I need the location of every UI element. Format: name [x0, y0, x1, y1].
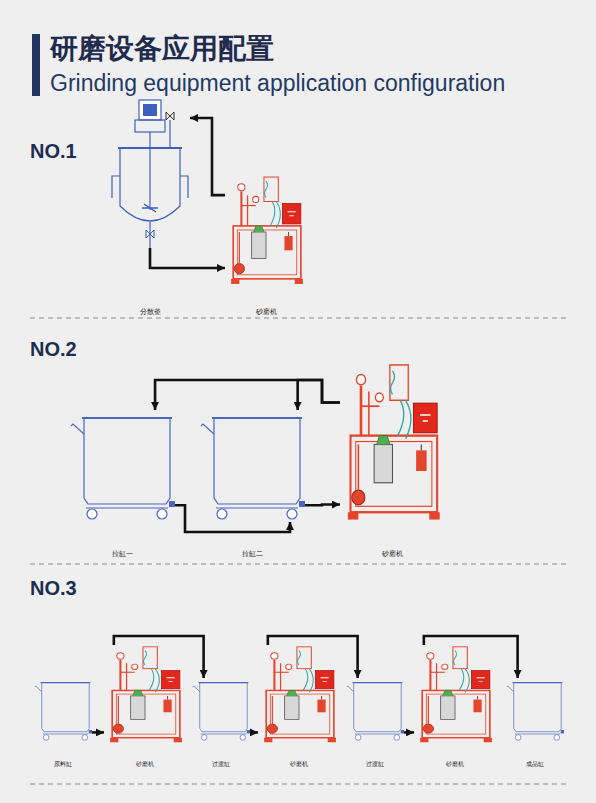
equipment-node: 过渡缸: [192, 678, 250, 742]
equipment-node: 砂磨机: [414, 645, 496, 745]
equipment-caption: 成品缸: [526, 761, 544, 768]
equipment-caption: 原料缸: [54, 761, 72, 768]
pipe-connector: [404, 731, 414, 734]
section-number: NO.3: [30, 577, 77, 600]
title-bar: [32, 34, 40, 96]
pipe-connector: [155, 380, 340, 410]
pipe-connector: [92, 731, 104, 734]
equipment-caption: 砂磨机: [256, 308, 277, 316]
equipment-node: 分散釜: [110, 98, 190, 248]
tank: [507, 683, 564, 741]
equipment-caption: 分散釜: [140, 308, 161, 316]
equipment-node: 砂磨机: [104, 645, 186, 745]
sand-mill: [420, 647, 492, 742]
equipment-caption: 过渡缸: [366, 761, 384, 768]
equipment-node: 成品缸: [506, 678, 564, 742]
pipe-connector: [250, 731, 258, 734]
sand-mill: [264, 647, 336, 742]
pipe-connector: [175, 505, 290, 532]
sand-mill: [348, 365, 440, 520]
equipment-node: 砂磨机: [225, 175, 307, 287]
pipe-connector: [190, 118, 225, 195]
equipment-node: 砂磨机: [258, 645, 340, 745]
section-number: NO.2: [30, 338, 77, 361]
equipment-node: 原料缸: [34, 678, 92, 742]
separator: [30, 564, 570, 565]
sand-mill: [231, 177, 303, 284]
equipment-node: 拉缸二: [200, 410, 305, 522]
equipment-node: 拉缸一: [70, 410, 175, 522]
equipment-node: 砂磨机: [340, 362, 445, 524]
equipment-caption: 砂磨机: [136, 761, 154, 768]
equipment-node: 过渡缸: [346, 678, 404, 742]
equipment-caption: 砂磨机: [290, 761, 308, 768]
pull-tank: [201, 418, 305, 519]
pipe-connector: [298, 380, 340, 410]
sand-mill: [110, 647, 182, 742]
pipe-connector: [114, 636, 204, 678]
pull-tank: [71, 418, 175, 519]
equipment-caption: 过渡缸: [212, 761, 230, 768]
pipe-connector: [150, 248, 225, 268]
tank: [35, 683, 92, 741]
separator: [30, 784, 570, 785]
section-number: NO.1: [30, 140, 77, 163]
equipment-caption: 砂磨机: [382, 550, 403, 558]
pipe-connector: [305, 503, 340, 506]
pipe-connector: [424, 636, 518, 678]
pipe-connector: [268, 636, 358, 678]
tank: [193, 683, 250, 741]
title: 研磨设备应用配置: [50, 30, 274, 68]
separator: [30, 318, 570, 319]
equipment-caption: 砂磨机: [446, 761, 464, 768]
dispersion-kettle: [112, 100, 188, 248]
equipment-caption: 拉缸一: [112, 550, 133, 558]
tank: [347, 683, 404, 741]
equipment-caption: 拉缸二: [242, 550, 263, 558]
subtitle: Grinding equipment application configura…: [50, 70, 505, 97]
